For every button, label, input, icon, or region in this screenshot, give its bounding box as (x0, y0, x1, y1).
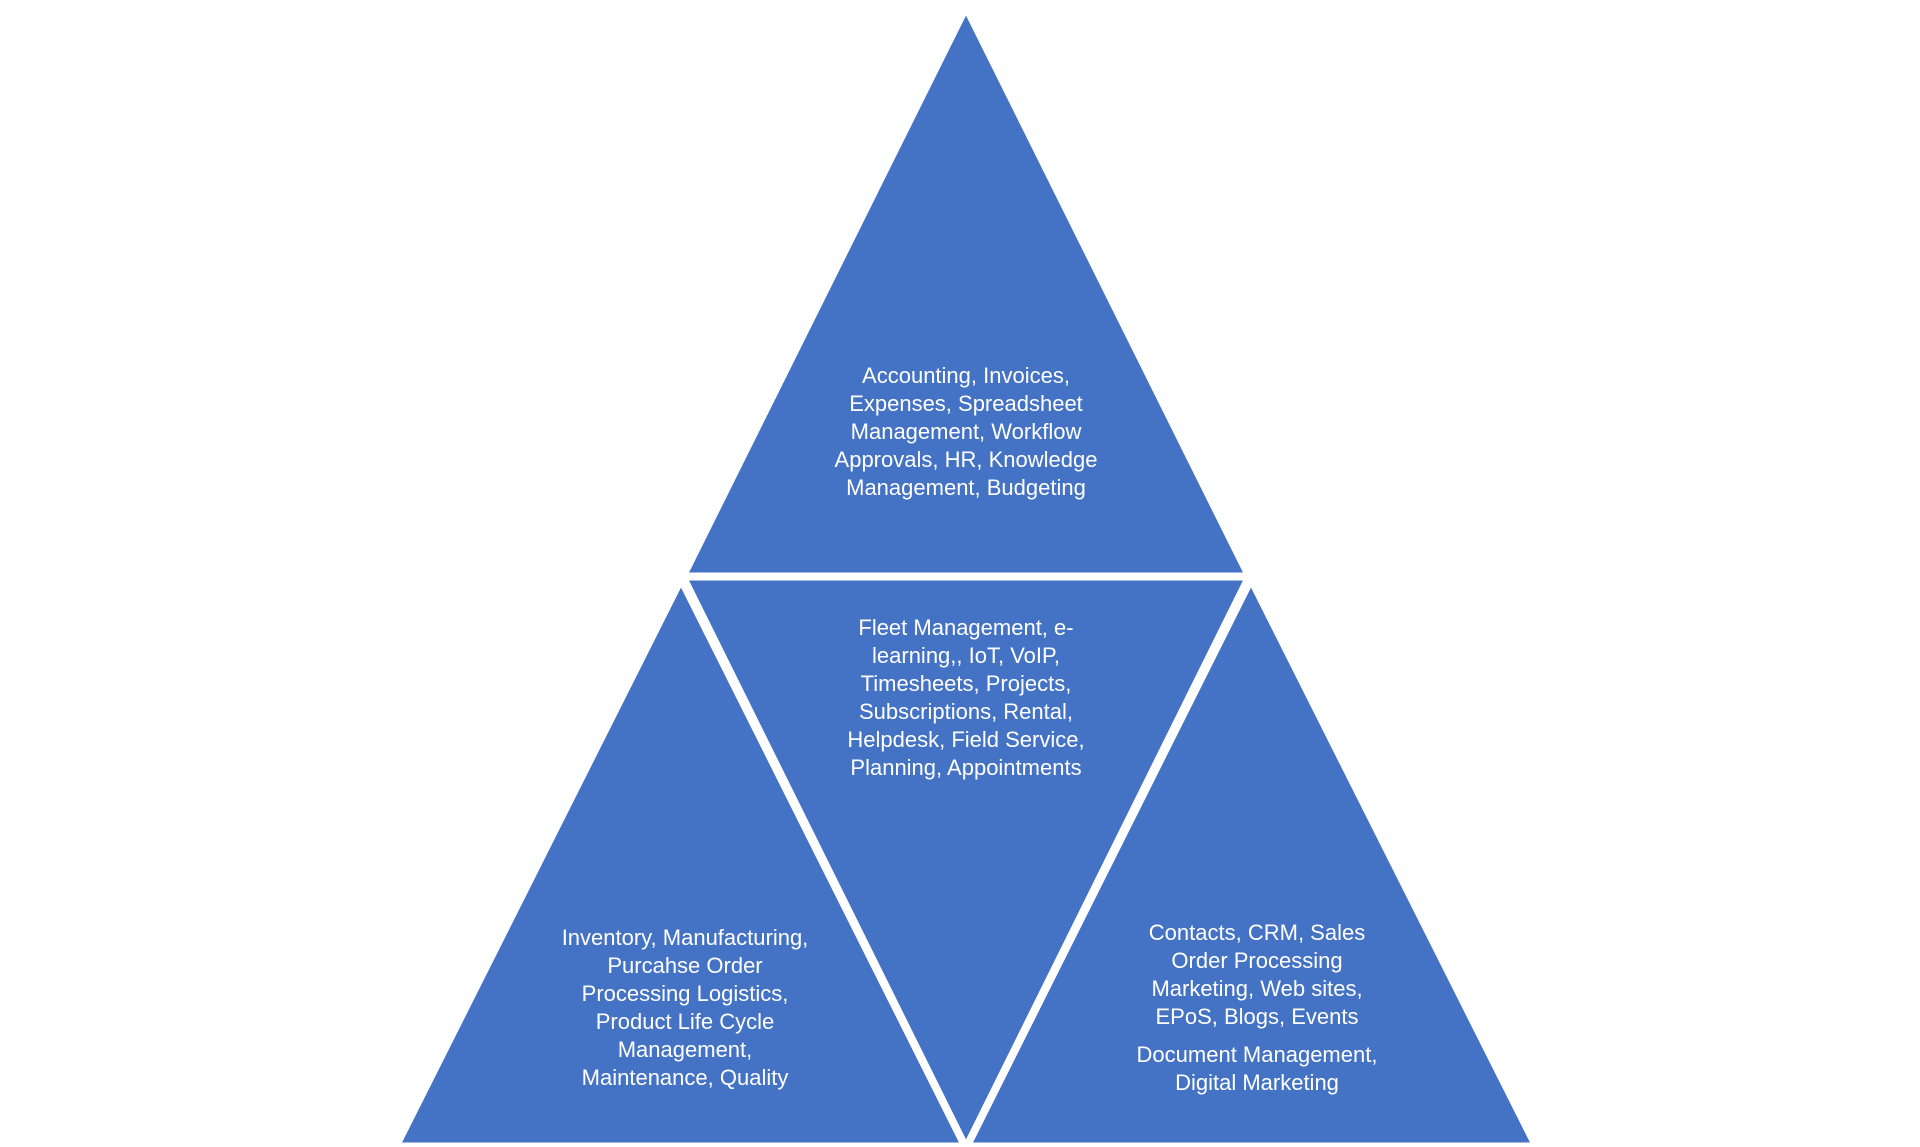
segment-bottom-left-line: Purcahse Order (607, 953, 763, 978)
segment-middle-label: Fleet Management, e- learning,, IoT, VoI… (786, 614, 1146, 782)
segment-bottom-right-line: Contacts, CRM, Sales (1148, 920, 1366, 945)
segment-middle-triangle (680, 575, 1252, 1147)
segment-middle-line: Fleet Management, e- (858, 615, 1074, 640)
segment-bottom-right-line: Digital Marketing (1175, 1070, 1339, 1095)
segment-middle-line: Timesheets, Projects, (860, 671, 1072, 696)
segment-bottom-left-line: Management, (617, 1037, 753, 1062)
segment-top-line: Management, Budgeting (846, 475, 1086, 500)
segment-top-line: Expenses, Spreadsheet (849, 391, 1083, 416)
segment-bottom-right-line: EPoS, Blogs, Events (1155, 1004, 1359, 1029)
segment-bottom-right-label: Contacts, CRM, Sales Order Processing Ma… (1077, 919, 1437, 1097)
segment-top-line: Approvals, HR, Knowledge (834, 447, 1098, 472)
segment-top-line: Management, Workflow (850, 419, 1082, 444)
segment-bottom-right-line: Document Management, (1136, 1042, 1378, 1067)
segment-bottom-left-line: Maintenance, Quality (581, 1065, 789, 1090)
segment-bottom-left-label: Inventory, Manufacturing, Purcahse Order… (505, 924, 865, 1092)
segment-middle-line: learning,, IoT, VoIP, (872, 643, 1060, 668)
segment-top-line: Accounting, Invoices, (862, 363, 1070, 388)
segment-bottom-left-line: Product Life Cycle (595, 1009, 775, 1034)
segment-bottom-right-line: Order Processing (1171, 948, 1343, 973)
paragraph-gap (1077, 1031, 1437, 1041)
segment-bottom-left-triangle (394, 576, 967, 1147)
segment-bottom-left-line: Processing Logistics, (581, 981, 789, 1006)
segment-top-label: Accounting, Invoices, Expenses, Spreadsh… (786, 362, 1146, 502)
segment-middle-line: Helpdesk, Field Service, (847, 727, 1085, 752)
segment-bottom-right-triangle (965, 576, 1538, 1147)
segment-middle-line: Subscriptions, Rental, (859, 699, 1073, 724)
segment-middle-line: Planning, Appointments (850, 755, 1082, 780)
segment-bottom-right-line: Marketing, Web sites, (1151, 976, 1363, 1001)
segment-bottom-left-line: Inventory, Manufacturing, (561, 925, 809, 950)
segment-top-triangle (680, 4, 1252, 578)
